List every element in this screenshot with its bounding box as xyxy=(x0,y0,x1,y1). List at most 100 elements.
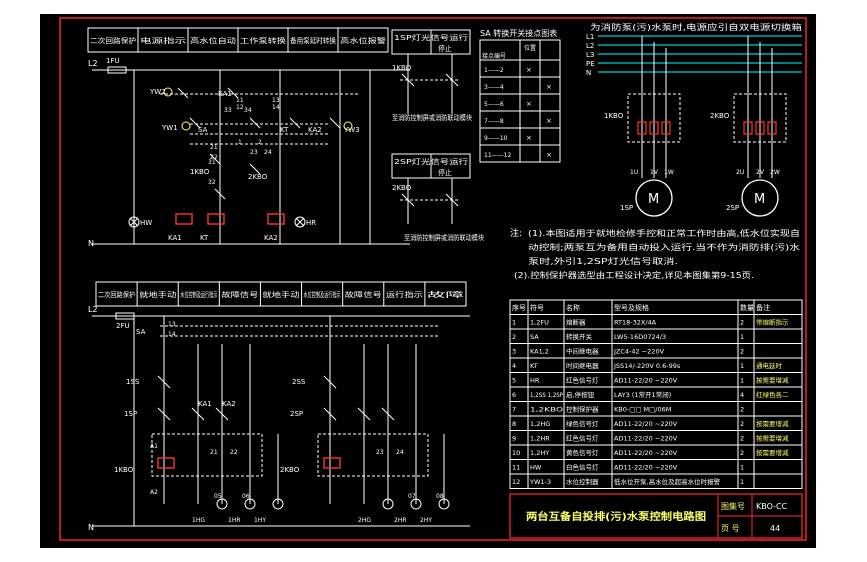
parts-col-0: 序号 xyxy=(512,303,526,312)
b-label-ka2: KA2 xyxy=(222,400,236,408)
fuse-1fu xyxy=(107,66,127,74)
sp2-kbo-label: 2KBO xyxy=(392,184,412,192)
b-label-2ss: 2SS xyxy=(292,378,306,386)
b-label-1kbo: 1KBO xyxy=(114,466,134,474)
motor-label-1: 2SP xyxy=(726,204,739,212)
b-term-13: 13 xyxy=(168,321,176,328)
parts-cell-6-2: 控制保护器 xyxy=(566,405,599,414)
b-label-a2: A2 xyxy=(150,489,158,496)
parts-cell-3-4: 1 xyxy=(740,362,744,370)
b-label-2sp: 2SP xyxy=(290,410,303,418)
parts-cell-11-4: 1 xyxy=(740,478,744,486)
label-yw1: YW1 xyxy=(161,124,178,132)
motor-symbol-1: M xyxy=(754,192,765,207)
pump-breaker-0: 1KBO xyxy=(604,112,624,120)
term-12: 12 xyxy=(236,104,244,111)
label-hw: HW xyxy=(140,219,152,227)
lamp-hw xyxy=(128,216,140,228)
parts-cell-11-0: 12 xyxy=(512,478,520,486)
parts-cell-4-2: 红色信号灯 xyxy=(566,376,599,385)
notes-line-1: (1).本图适用于就地检修手控和正常工作时由高,低水位实现自 xyxy=(528,228,800,238)
circuit-drawing: 二次回路保护电源指示高水位自动工作泵转换备用泵延时转换高水位报警 xyxy=(59,17,807,541)
motor-term-1-0: 2V xyxy=(756,169,765,176)
top-header-4: 备用泵延时转换 xyxy=(290,36,336,45)
b-label-1hg: 1HG xyxy=(192,517,205,524)
b-label-1ss: 1SS xyxy=(126,378,140,386)
term-31: 31 xyxy=(208,159,216,166)
term-34: 34 xyxy=(244,107,252,114)
b-label-2hy: 2HY xyxy=(420,517,432,524)
motor-0 xyxy=(635,179,673,217)
parts-cell-5-1: 1,2SS 1,2SP xyxy=(530,391,563,399)
term-33: 33 xyxy=(224,107,232,114)
label-kt-coil: KT xyxy=(200,234,209,242)
parts-cell-5-2: 启,停按钮 xyxy=(566,390,595,399)
parts-cell-9-4: 2 xyxy=(740,449,744,457)
top-header-5: 高水位报警 xyxy=(340,36,386,45)
parts-cell-6-1: 1,2KBO xyxy=(530,406,563,414)
term-1: 1 xyxy=(238,139,242,146)
parts-cell-5-5: 红绿色各二 xyxy=(756,390,789,399)
top-header-3: 工作泵转换 xyxy=(240,36,286,45)
b-label-sa: SA xyxy=(136,328,146,336)
term-11: 11 xyxy=(236,97,244,104)
motor-1 xyxy=(741,179,779,217)
parts-cell-3-3: JSS14/-220V 0.6-99s xyxy=(613,362,681,370)
label-l2: L2 xyxy=(88,59,98,68)
term-22: 22 xyxy=(210,154,218,161)
parts-cell-7-4: 2 xyxy=(740,420,744,428)
sa-row-2: 5——6 xyxy=(484,101,504,108)
parts-cell-2-0: 3 xyxy=(512,348,516,356)
sp2-header-stop: 停止 xyxy=(438,168,452,177)
b-label-1hy: 1HY xyxy=(254,517,266,524)
page-label: 页 号 xyxy=(721,524,740,533)
parts-cell-8-5: 按需要增减 xyxy=(756,434,789,443)
parts-cell-4-1: HR xyxy=(530,377,540,385)
parts-cell-10-1: HW xyxy=(530,464,542,472)
label-yw2: YW2 xyxy=(149,88,166,96)
sp1-kbo-label: 1KBO xyxy=(392,64,412,72)
b-label-2fu: 2FU xyxy=(116,322,130,330)
power-line-pe: PE xyxy=(586,60,595,68)
parts-cell-7-2: 绿色信号灯 xyxy=(566,419,599,428)
term-32: 32 xyxy=(208,179,216,186)
parts-col-4: 数量 xyxy=(740,303,754,312)
motor-term-1-1: 2W xyxy=(770,169,780,176)
b-term-22: 22 xyxy=(230,449,238,456)
parts-cell-1-2: 转换开关 xyxy=(566,332,593,341)
parts-cell-7-1: 1,2HG xyxy=(530,420,550,428)
notes-block: 注: (1).本图适用于就地检修手控和正常工作时由高,低水位实现自 动控制;两泵… xyxy=(510,227,800,280)
b-term-24: 24 xyxy=(396,449,404,456)
sp1-header-run: 1SP灯光信号运行 xyxy=(394,33,468,42)
page-number: 44 xyxy=(770,524,780,533)
bottom-header-0: 二次回路保护 xyxy=(98,290,135,299)
term-24: 24 xyxy=(264,149,272,156)
motor-u-1: 2U xyxy=(736,169,744,176)
sa-mark-2: × xyxy=(526,100,532,108)
drawing-frame xyxy=(59,17,807,541)
bottom-header-7: 运行指示 xyxy=(386,290,423,299)
top-header-1: 电源指示 xyxy=(140,36,186,45)
parts-cell-4-4: 1 xyxy=(740,377,744,385)
parts-cell-2-1: KA1,2 xyxy=(530,348,549,356)
label-ka1-coil: KA1 xyxy=(168,234,182,242)
parts-cell-0-5: 带熔断指示 xyxy=(756,318,789,327)
sp2-block: 2SP灯光信号运行 停止 2KBO 至消防控制屏或消防联动模块 xyxy=(391,153,484,242)
parts-cell-8-3: AD11-22/20 ~220V xyxy=(614,435,678,443)
motor-label-0: 1SP xyxy=(620,204,633,212)
parts-cell-11-3: 低水位开泵,高水位及超高水位时报警 xyxy=(614,477,721,486)
b-term-21: 21 xyxy=(210,449,218,456)
parts-cell-4-5: 按需要增减 xyxy=(756,376,789,385)
top-control-circuit: 二次回路保护电源指示高水位自动工作泵转换备用泵延时转换高水位报警 xyxy=(87,27,410,248)
parts-cell-7-0: 8 xyxy=(512,420,516,428)
parts-col-3: 型号及规格 xyxy=(614,303,649,312)
power-line-l2: L2 xyxy=(586,42,594,50)
term-21: 21 xyxy=(210,144,218,151)
parts-cell-3-1: KT xyxy=(530,362,538,370)
parts-cell-4-3: AD11-22/20 ~220V xyxy=(614,377,678,385)
parts-cell-4-0: 5 xyxy=(512,377,516,385)
b-label-2kbo: 2KBO xyxy=(280,466,300,474)
parts-col-1: 符号 xyxy=(530,303,544,312)
lamp-hr xyxy=(294,216,306,228)
